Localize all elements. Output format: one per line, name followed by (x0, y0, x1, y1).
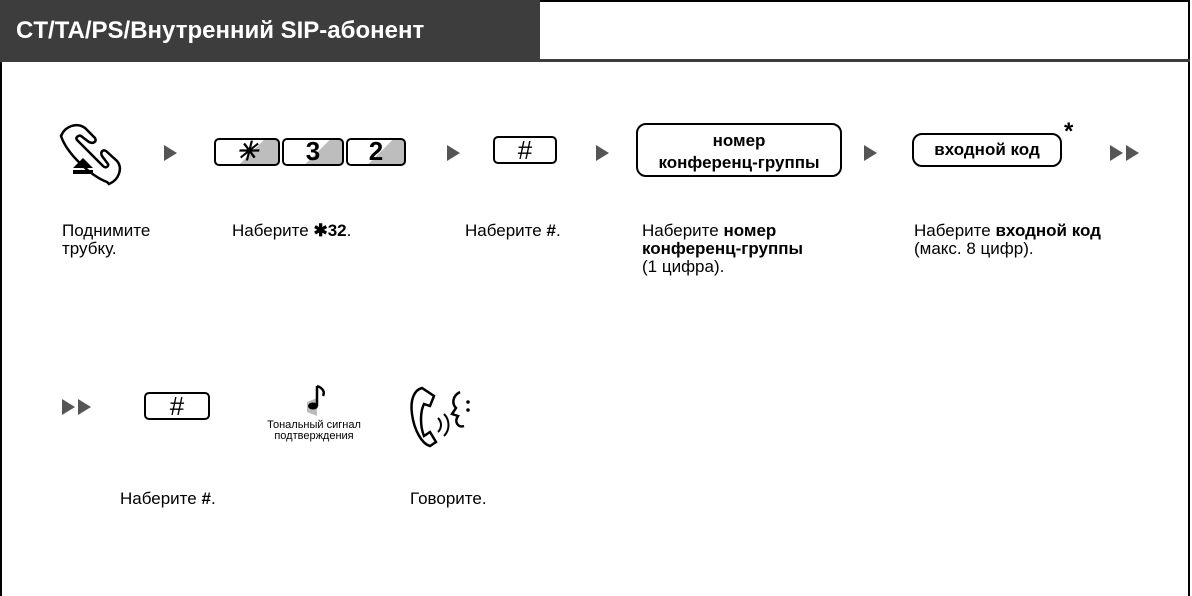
conference-number-box: номер конференц-группы (636, 123, 842, 177)
step-2-caption: Наберите ✱32. (232, 222, 432, 240)
step-2-prefix: Наберите (232, 221, 314, 240)
footnote-asterisk: * (1064, 118, 1074, 145)
double-arrow-part (1126, 145, 1139, 161)
step-arrow (447, 145, 460, 161)
hash-key: # (493, 136, 557, 164)
digit-3-key-label: 3 (305, 136, 321, 166)
step-5-caption: Наберите входной код (макс. 8 цифр). (914, 222, 1174, 258)
talk-icon (410, 386, 470, 448)
step-3-suffix: . (555, 221, 561, 240)
step-4-prefix: Наберите (642, 221, 724, 240)
digit-2-key-label: 2 (368, 136, 384, 166)
step-arrow (596, 145, 609, 161)
digit-3-key: 3 (282, 138, 344, 166)
star-key-label: ✳ (236, 136, 258, 166)
digit-2-key: 2 (346, 138, 406, 166)
step-arrow (164, 145, 177, 161)
entry-code-box: входной код (912, 133, 1062, 167)
star-key: ✳ (214, 138, 280, 166)
step-arrow (864, 145, 877, 161)
step-1-caption: Поднимите трубку. (62, 221, 151, 258)
step-7-caption: Говорите. (410, 489, 487, 508)
hash-key-2-label: # (169, 391, 185, 421)
conference-number-line2: конференц-группы (658, 153, 820, 172)
step-6-suffix: . (210, 489, 216, 508)
step-2-suffix: . (346, 221, 352, 240)
conference-number-line1: номер (712, 131, 766, 150)
step-3-prefix: Наберите (465, 221, 547, 240)
step-3-bold: # (546, 221, 556, 240)
step-5-bold: входной код (995, 221, 1101, 240)
step-2-bold: ✱32 (313, 221, 347, 240)
step-3-caption: Наберите #. (465, 222, 605, 240)
confirmation-tone-icon (307, 384, 325, 416)
step-5-prefix: Наберите (914, 221, 996, 240)
entry-code-label: входной код (934, 140, 1040, 159)
step-4-caption: Наберите номер конференц-группы (1 цифра… (642, 222, 862, 276)
off-hook-handset-icon (59, 124, 121, 186)
title-underline (0, 59, 1190, 62)
hash-key-label: # (517, 135, 533, 165)
double-arrow-part (62, 399, 75, 415)
step-4-bold: номер конференц-группы (642, 221, 804, 258)
step-5-suffix: (макс. 8 цифр). (914, 239, 1034, 258)
tone-label: Тональный сигнал подтверждения (267, 419, 361, 442)
step-4-suffix: (1 цифра). (642, 257, 725, 276)
step-6-bold: # (201, 489, 211, 508)
double-arrow-part (1110, 145, 1123, 161)
double-arrow-part (78, 399, 91, 415)
step-6-caption: Наберите #. (120, 490, 280, 508)
hash-key-2: # (144, 392, 210, 420)
section-title: CT/TA/PS/Внутренний SIP-абонент (0, 0, 540, 62)
step-6-prefix: Наберите (120, 489, 202, 508)
